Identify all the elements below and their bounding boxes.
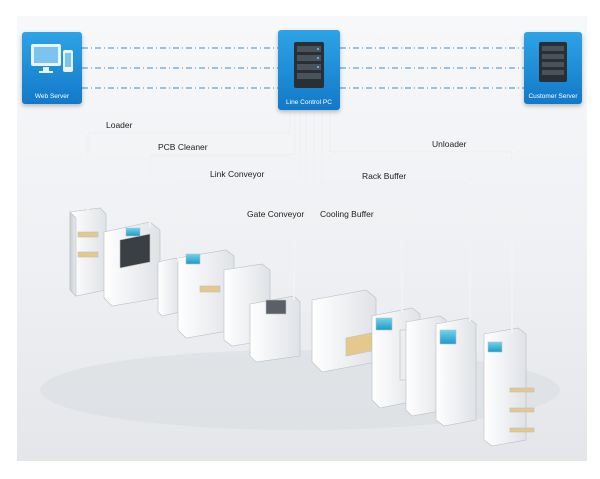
machine-link-conveyor xyxy=(177,249,235,339)
customer-server-label: Customer Server xyxy=(528,93,578,100)
network-links xyxy=(82,47,524,89)
server-rack-icon xyxy=(539,42,567,82)
leader-link-conveyor xyxy=(177,112,301,262)
callout-unloader: Unloader xyxy=(432,139,467,149)
floor-shadow xyxy=(40,350,560,430)
callout-cooling-buffer: Cooling Buffer xyxy=(320,209,374,219)
customer-server-node: Customer Server xyxy=(524,32,582,104)
machine-small-1 xyxy=(157,257,181,317)
line-control-pc-node: Line Control PC xyxy=(278,30,340,110)
callout-link-conveyor: Link Conveyor xyxy=(210,169,265,179)
line-control-pc-label: Line Control PC xyxy=(286,99,332,106)
machine-gate-conveyor xyxy=(249,295,301,363)
machine-unloader xyxy=(483,327,535,447)
callout-rack-buffer: Rack Buffer xyxy=(362,171,407,181)
callout-loader: Loader xyxy=(106,120,133,130)
callout-gate-conveyor: Gate Conveyor xyxy=(247,209,305,219)
monitor-icon xyxy=(31,44,73,73)
machines xyxy=(69,207,535,447)
machine-pcb-cleaner xyxy=(103,221,161,307)
server-rack-icon xyxy=(294,42,324,88)
machine-tall-1 xyxy=(435,317,477,427)
machine-loader xyxy=(69,207,107,297)
callout-pcb-cleaner: PCB Cleaner xyxy=(158,142,208,152)
machine-cooling-buffer xyxy=(311,289,377,373)
web-server-node: Web Server xyxy=(22,32,82,104)
web-server-label: Web Server xyxy=(34,93,70,100)
